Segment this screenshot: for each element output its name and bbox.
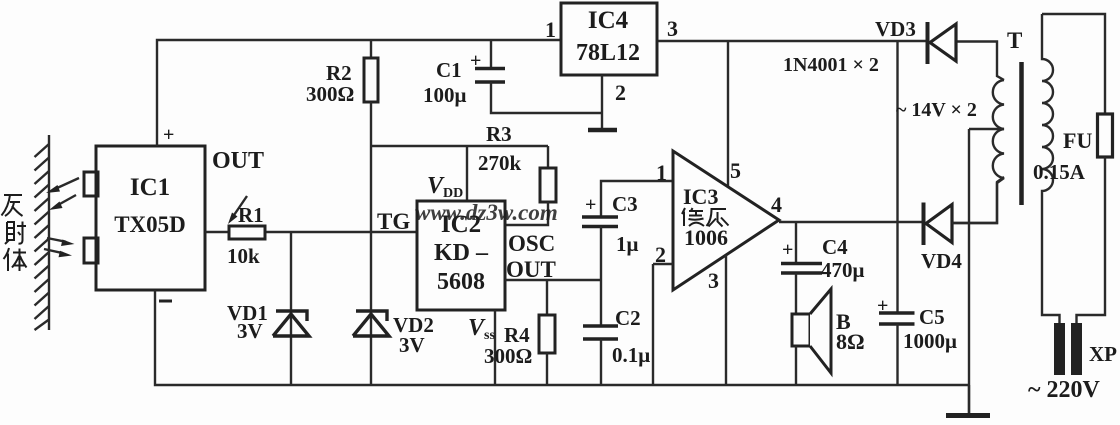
svg-text:R3: R3 (486, 122, 512, 146)
svg-text:www.dz3w.com: www.dz3w.com (415, 200, 558, 225)
svg-text:B: B (836, 309, 851, 334)
svg-text:0.15A: 0.15A (1033, 160, 1086, 184)
svg-text:~ 14V × 2: ~ 14V × 2 (896, 99, 977, 121)
svg-text:1006: 1006 (684, 225, 728, 250)
svg-text:XP: XP (1089, 342, 1117, 366)
svg-text:8Ω: 8Ω (836, 329, 865, 354)
svg-text:+: + (163, 124, 174, 146)
svg-text:5: 5 (730, 158, 741, 183)
svg-text:VD1: VD1 (227, 301, 268, 325)
svg-text:T: T (1007, 28, 1022, 53)
svg-text:300Ω: 300Ω (306, 82, 354, 106)
svg-text:VD4: VD4 (921, 249, 962, 273)
svg-text:V: V (468, 315, 486, 341)
svg-text:VD2: VD2 (393, 313, 434, 337)
svg-text:+: + (877, 295, 888, 317)
svg-text:2: 2 (615, 80, 626, 105)
svg-text:TX05D: TX05D (114, 212, 186, 237)
svg-text:3: 3 (667, 16, 678, 41)
svg-text:IC1: IC1 (130, 174, 170, 201)
svg-text:KD –: KD – (434, 240, 489, 266)
svg-text:78L12: 78L12 (576, 40, 640, 66)
svg-text:~ 220V: ~ 220V (1028, 377, 1100, 403)
svg-text:2: 2 (655, 242, 666, 267)
svg-text:R1: R1 (238, 203, 264, 227)
svg-text:1000μ: 1000μ (903, 329, 957, 353)
svg-text:V: V (427, 173, 445, 199)
svg-text:0.1μ: 0.1μ (612, 343, 650, 367)
svg-text:1μ: 1μ (616, 232, 639, 256)
svg-text:270k: 270k (478, 151, 522, 175)
svg-text:1N4001 × 2: 1N4001 × 2 (783, 54, 879, 76)
svg-text:DD: DD (443, 186, 463, 201)
svg-text:3: 3 (708, 268, 719, 293)
svg-text:10k: 10k (227, 244, 260, 268)
svg-text:3V: 3V (399, 333, 425, 357)
svg-text:IC3: IC3 (683, 184, 718, 209)
svg-text:300Ω: 300Ω (484, 344, 532, 368)
svg-text:OUT: OUT (212, 148, 264, 174)
svg-text:ss: ss (484, 328, 495, 343)
svg-text:3V: 3V (237, 319, 263, 343)
svg-text:470μ: 470μ (821, 258, 865, 282)
svg-text:OUT: OUT (506, 257, 556, 282)
svg-text:C2: C2 (615, 306, 641, 330)
svg-text:IC2: IC2 (441, 211, 481, 238)
svg-text:OSC: OSC (508, 231, 555, 256)
svg-text:FU: FU (1063, 128, 1092, 153)
svg-text:4: 4 (771, 192, 782, 217)
svg-text:C3: C3 (612, 192, 638, 216)
svg-text:1: 1 (656, 160, 667, 185)
svg-text:C4: C4 (822, 235, 848, 259)
svg-text:+: + (585, 194, 596, 216)
svg-text:R2: R2 (326, 61, 352, 85)
svg-text:100μ: 100μ (423, 83, 467, 107)
svg-text:1: 1 (545, 17, 556, 42)
svg-text:VD3: VD3 (875, 17, 916, 41)
svg-text:IC4: IC4 (588, 7, 629, 34)
svg-text:C1: C1 (436, 58, 462, 82)
svg-text:TG: TG (377, 209, 410, 234)
svg-text:+: + (782, 239, 793, 261)
svg-text:R4: R4 (504, 323, 530, 347)
svg-text:C5: C5 (919, 305, 945, 329)
svg-text:5608: 5608 (437, 269, 485, 295)
svg-text:+: + (470, 50, 481, 72)
